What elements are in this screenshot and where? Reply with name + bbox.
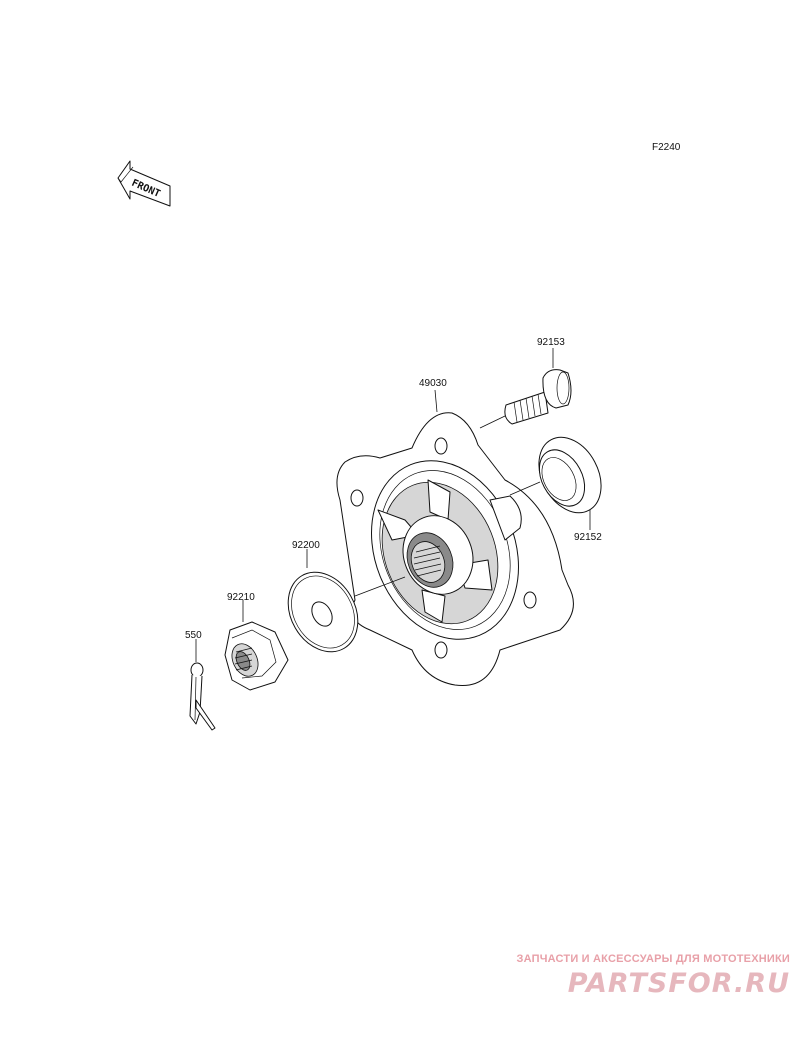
- front-arrow-icon: FRONT: [117, 160, 171, 207]
- part-label-92210: 92210: [227, 592, 255, 603]
- washer-92200: [287, 571, 359, 653]
- part-label-92153: 92153: [537, 337, 565, 348]
- nut-92210: [224, 621, 289, 691]
- seal-92152: [538, 436, 602, 514]
- watermark-brand: PARTSFOR.RU: [567, 968, 790, 999]
- stud-92153: [504, 369, 572, 425]
- part-label-550: 550: [185, 630, 202, 641]
- part-label-49030: 49030: [419, 378, 447, 389]
- figure-code: F2240: [652, 142, 681, 153]
- part-label-92200: 92200: [292, 540, 320, 551]
- hub-49030: [336, 412, 574, 687]
- watermark-tagline: ЗАПЧАСТИ И АКСЕССУАРЫ ДЛЯ МОТОТЕХНИКИ: [516, 953, 790, 965]
- part-label-92152: 92152: [574, 532, 602, 543]
- cotter-pin-550: [189, 662, 216, 731]
